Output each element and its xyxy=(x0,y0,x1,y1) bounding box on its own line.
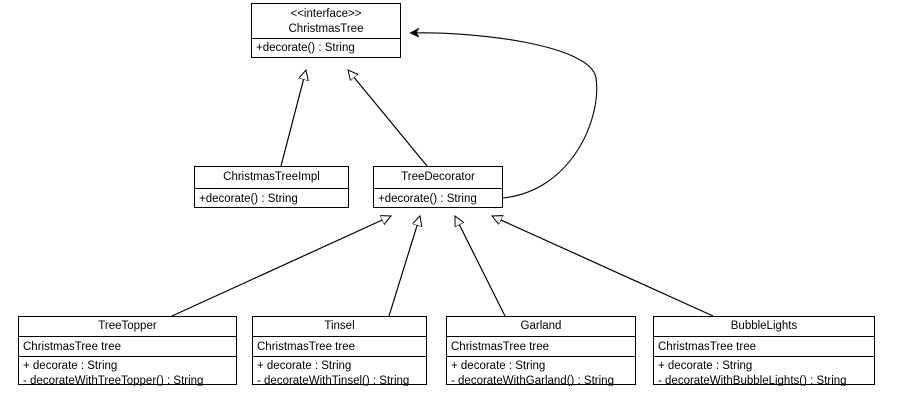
class-stereotype-christmastree: <<interface>> xyxy=(290,8,362,20)
class-box-garland[interactable]: Garland ChristmasTree tree + decorate : … xyxy=(446,316,636,386)
class-box-bubblelights[interactable]: BubbleLights ChristmasTree tree + decora… xyxy=(653,316,875,386)
class-operations-bubblelights: + decorate : String - decorateWithBubble… xyxy=(654,356,874,386)
class-name-garland: Garland xyxy=(520,320,562,332)
class-attributes-treetopper: ChristmasTree tree xyxy=(19,336,236,356)
class-box-christmastree[interactable]: <<interface>> ChristmasTree +decorate() … xyxy=(251,3,401,58)
class-header-christmastree: <<interface>> ChristmasTree xyxy=(252,4,400,38)
class-box-treetopper[interactable]: TreeTopper ChristmasTree tree + decorate… xyxy=(18,316,237,386)
attribute-item: ChristmasTree tree xyxy=(257,341,355,353)
class-name-christmastree: ChristmasTree xyxy=(288,23,364,35)
operation-item: - decorateWithBubbleLights() : String xyxy=(658,375,847,386)
class-box-tinsel[interactable]: Tinsel ChristmasTree tree + decorate : S… xyxy=(252,316,427,386)
edge-bubblelights-to-treedecorator xyxy=(492,216,714,317)
operation-item: - decorateWithTinsel() : String xyxy=(257,375,410,386)
operation-item: +decorate() : String xyxy=(199,193,298,205)
operation-item: + decorate : String xyxy=(658,360,753,372)
class-operations-christmastreeimpl: +decorate() : String xyxy=(195,188,348,209)
operation-item: + decorate : String xyxy=(257,360,352,372)
class-header-christmastreeimpl: ChristmasTreeImpl xyxy=(195,167,348,188)
class-name-tinsel: Tinsel xyxy=(324,320,355,332)
operation-item: + decorate : String xyxy=(451,360,546,372)
attribute-item: ChristmasTree tree xyxy=(23,341,121,353)
operation-item: +decorate() : String xyxy=(378,193,477,205)
class-name-christmastreeimpl: ChristmasTreeImpl xyxy=(223,171,320,183)
class-attributes-garland: ChristmasTree tree xyxy=(447,336,635,356)
class-name-treetopper: TreeTopper xyxy=(98,320,157,332)
edge-tinsel-to-treedecorator xyxy=(388,216,420,317)
class-operations-treedecorator: +decorate() : String xyxy=(374,188,502,209)
edge-christmastreeimpl-to-christmastree xyxy=(280,70,306,167)
edge-treedecorator-to-christmastree xyxy=(348,70,428,167)
operation-item: +decorate() : String xyxy=(256,42,355,54)
class-header-tinsel: Tinsel xyxy=(253,317,426,336)
class-operations-treetopper: + decorate : String - decorateWithTreeTo… xyxy=(19,356,236,386)
class-name-treedecorator: TreeDecorator xyxy=(401,171,475,183)
class-attributes-tinsel: ChristmasTree tree xyxy=(253,336,426,356)
operation-item: - decorateWithTreeTopper() : String xyxy=(23,375,204,386)
class-operations-tinsel: + decorate : String - decorateWithTinsel… xyxy=(253,356,426,386)
attribute-item: ChristmasTree tree xyxy=(451,341,549,353)
class-header-treetopper: TreeTopper xyxy=(19,317,236,336)
operation-item: - decorateWithGarland() : String xyxy=(451,375,614,386)
class-operations-garland: + decorate : String - decorateWithGarlan… xyxy=(447,356,635,386)
edge-garland-to-treedecorator xyxy=(454,216,506,317)
edge-treetopper-to-treedecorator xyxy=(171,216,391,317)
class-name-bubblelights: BubbleLights xyxy=(730,320,798,332)
class-box-christmastreeimpl[interactable]: ChristmasTreeImpl +decorate() : String xyxy=(194,166,349,208)
class-box-treedecorator[interactable]: TreeDecorator +decorate() : String xyxy=(373,166,503,208)
class-operations-christmastree: +decorate() : String xyxy=(252,38,400,58)
operation-item: + decorate : String xyxy=(23,360,118,372)
attribute-item: ChristmasTree tree xyxy=(658,341,756,353)
class-attributes-bubblelights: ChristmasTree tree xyxy=(654,336,874,356)
class-header-treedecorator: TreeDecorator xyxy=(374,167,502,188)
class-header-bubblelights: BubbleLights xyxy=(654,317,874,336)
class-header-garland: Garland xyxy=(447,317,635,336)
